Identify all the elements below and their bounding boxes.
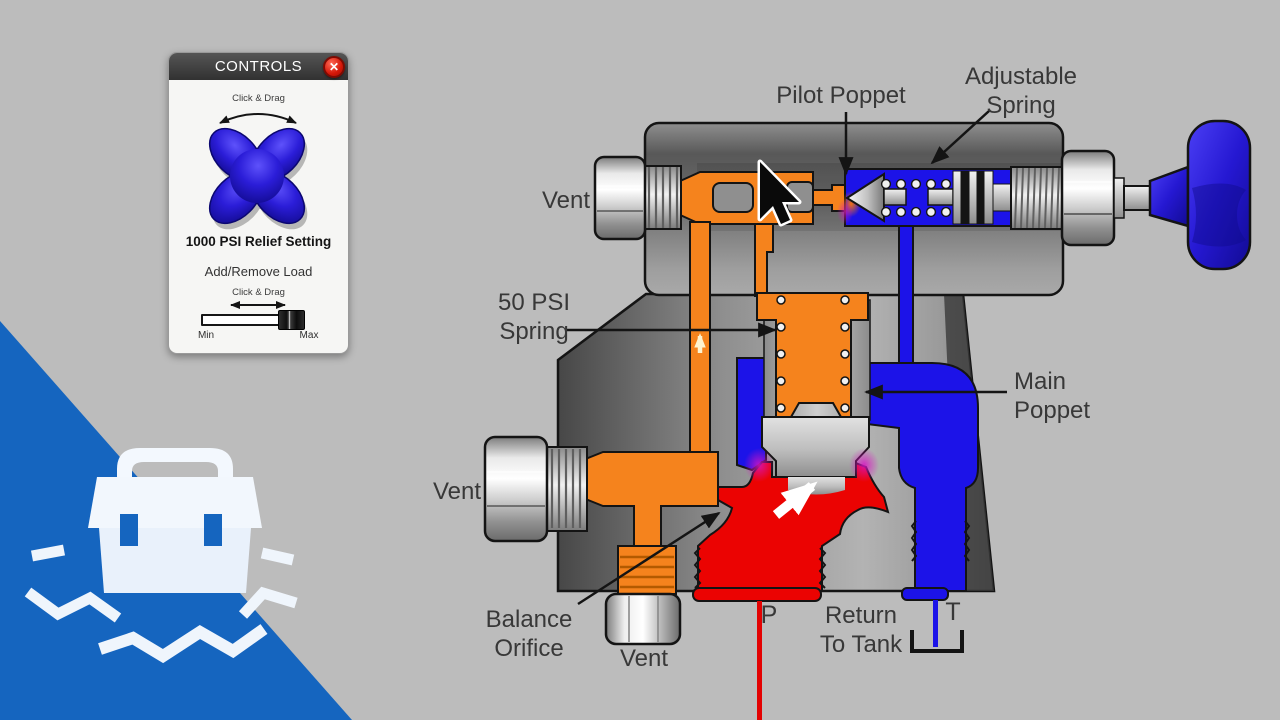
adjustment-screw bbox=[1010, 166, 1064, 230]
label-text: Orifice bbox=[494, 635, 564, 662]
arrow-balance-orifice bbox=[577, 511, 721, 606]
label-vent-mid: Vent bbox=[407, 477, 507, 506]
label-50psi-spring: 50 PSI Spring bbox=[459, 288, 609, 346]
lock-nut bbox=[1060, 149, 1116, 247]
callout-arrows bbox=[567, 110, 1007, 606]
relief-setting-label: 1000 PSI Relief Setting bbox=[185, 234, 332, 249]
knob-washer bbox=[1113, 177, 1125, 219]
main-spring-coils bbox=[776, 295, 850, 413]
pilot-seat-insert bbox=[712, 182, 754, 213]
label-text: Main bbox=[1014, 368, 1067, 395]
pilot-poppet-stem bbox=[883, 188, 907, 206]
slider-min-label: Min bbox=[197, 330, 215, 341]
arrow-adjustable-spring bbox=[930, 110, 990, 165]
controls-panel: CONTROLS ✕ Click & Drag 1000 PSI Relief … bbox=[168, 52, 349, 354]
label-text: Vent bbox=[541, 187, 591, 214]
label-text: 50 PSI bbox=[497, 289, 571, 316]
close-button[interactable]: ✕ bbox=[323, 56, 345, 78]
load-hint: Click & Drag bbox=[232, 287, 285, 298]
pressure-port-strip bbox=[692, 587, 822, 602]
label-text: Adjustable bbox=[964, 63, 1078, 90]
pilot-drain-channel bbox=[898, 223, 914, 369]
adjustable-spring-coils bbox=[880, 178, 952, 218]
vent-plug-bottom bbox=[604, 592, 682, 646]
knob-hint: Click & Drag bbox=[232, 93, 285, 104]
relief-knob[interactable] bbox=[198, 121, 316, 235]
slider-max-label: Max bbox=[299, 330, 319, 341]
controls-panel-header[interactable]: CONTROLS ✕ bbox=[169, 53, 348, 80]
label-main-poppet: Main Poppet bbox=[1014, 367, 1164, 425]
vent-fitting-top bbox=[593, 155, 682, 241]
toolbox-icon bbox=[24, 448, 298, 664]
label-vent-top: Vent bbox=[516, 186, 616, 215]
label-adjustable-spring: Adjustable Spring bbox=[921, 62, 1121, 120]
drag-arrow-icon bbox=[230, 301, 286, 309]
pilot-seat-glow bbox=[837, 199, 853, 225]
tank-port-strip bbox=[901, 587, 949, 601]
knob-shaft bbox=[1123, 185, 1151, 211]
controls-panel-title: CONTROLS bbox=[214, 58, 303, 75]
tank-passage-right bbox=[866, 362, 979, 592]
close-icon: ✕ bbox=[328, 60, 340, 74]
logo-splash bbox=[24, 544, 298, 664]
label-text: Poppet bbox=[1014, 397, 1091, 424]
spring-guide bbox=[927, 188, 954, 206]
label-port-p: P bbox=[744, 601, 794, 630]
label-port-t: T bbox=[928, 598, 978, 627]
label-text: Pilot Poppet bbox=[776, 82, 906, 109]
main-poppet-nose bbox=[788, 477, 845, 495]
pilot-drain-line bbox=[754, 223, 774, 297]
pressure-line bbox=[757, 601, 762, 720]
label-text: Spring bbox=[499, 318, 569, 345]
label-text: Balance bbox=[485, 606, 573, 633]
load-slider-thumb[interactable] bbox=[278, 310, 305, 330]
label-text: Return bbox=[824, 602, 898, 629]
flow-arrow-pressure bbox=[772, 481, 818, 519]
label-text: Vent bbox=[619, 645, 669, 672]
label-vent-bottom: Vent bbox=[594, 644, 694, 673]
vent-fitting-mid bbox=[483, 435, 588, 543]
tank-line bbox=[933, 600, 938, 647]
label-text: T bbox=[945, 598, 961, 626]
adjustment-handle bbox=[1148, 119, 1252, 271]
label-text: To Tank bbox=[819, 631, 903, 658]
mouse-cursor bbox=[757, 159, 802, 227]
port-thread-zigzag bbox=[963, 520, 971, 562]
rotate-arrow-icon bbox=[219, 113, 297, 124]
label-text: P bbox=[760, 601, 778, 629]
lunchbox-logo bbox=[0, 321, 352, 720]
vent-plug-thread-lines bbox=[620, 555, 674, 589]
port-thread-zigzag bbox=[693, 547, 702, 589]
tank-symbol bbox=[910, 630, 964, 653]
label-return-to-tank: Return To Tank bbox=[786, 601, 936, 659]
label-text: Vent bbox=[432, 478, 482, 505]
label-text: Spring bbox=[986, 92, 1056, 119]
port-thread-zigzag bbox=[910, 520, 918, 562]
port-thread-zigzag bbox=[818, 547, 827, 589]
label-pilot-poppet: Pilot Poppet bbox=[741, 81, 941, 110]
seat-glow bbox=[744, 448, 774, 482]
spring-chamber bbox=[756, 292, 869, 418]
load-label: Add/Remove Load bbox=[204, 264, 313, 279]
label-balance-orifice: Balance Orifice bbox=[449, 605, 609, 663]
seat-glow bbox=[849, 448, 879, 482]
